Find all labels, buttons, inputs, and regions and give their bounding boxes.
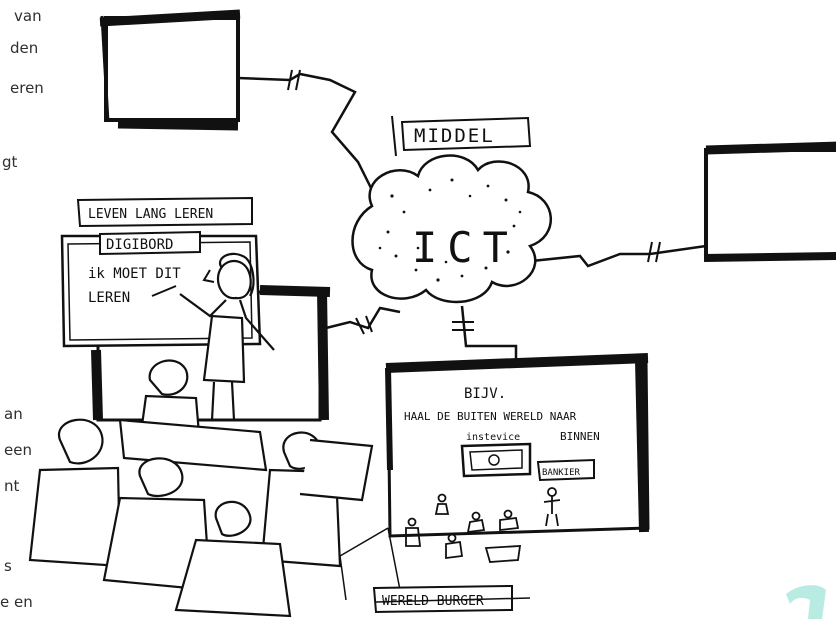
text-fragment: nt <box>4 477 20 495</box>
connection-left <box>317 306 401 332</box>
ict-cloud: ICT <box>351 154 552 304</box>
connection-right <box>521 244 707 268</box>
teacher-figure <box>179 252 275 421</box>
example-screen: BIJV. HAAL DE BUITEN WERELD NAAR BINNEN … <box>339 353 650 601</box>
text-fragment: den <box>10 39 39 57</box>
wereld-burger-label: WERELD BURGER <box>372 584 531 614</box>
ict-text: ICT <box>412 223 518 272</box>
digibord-text: DIGIBORD <box>106 237 173 253</box>
example-line-2: BINNEN <box>560 430 600 443</box>
text-fragment: e en <box>0 593 33 611</box>
connection-bottom <box>460 305 518 362</box>
top-screen <box>99 9 241 131</box>
digibord: DIGIBORD ik MOET DIT LEREN <box>60 230 262 348</box>
board-line-1: ik MOET DIT <box>88 266 181 282</box>
example-title: BIJV. <box>464 386 506 402</box>
students-group <box>28 359 374 618</box>
text-fragment: een <box>4 441 32 459</box>
svg-text:WERELD BURGER: WERELD BURGER <box>382 594 484 609</box>
text-fragment: van <box>14 7 42 25</box>
right-screen <box>703 141 836 262</box>
leven-lang-leren-label: LEVEN LANG LEREN <box>76 196 253 228</box>
board-line-2: LEREN <box>88 290 130 306</box>
example-line-1: HAAL DE BUITEN WERELD NAAR <box>404 410 577 423</box>
connection-top <box>237 72 374 191</box>
teal-decoration <box>786 585 826 619</box>
bankier-label: BANKIER <box>542 468 581 478</box>
instevice-label: instevice <box>466 432 520 443</box>
middel-text: MIDDEL <box>414 125 495 147</box>
text-fragment: s <box>4 557 12 575</box>
text-fragment: gt <box>2 153 18 171</box>
text-fragment: eren <box>10 79 44 97</box>
svg-text:LEVEN LANG LEREN: LEVEN LANG LEREN <box>88 207 213 222</box>
middel-label: MIDDEL <box>391 115 532 157</box>
text-fragment: an <box>4 405 23 423</box>
